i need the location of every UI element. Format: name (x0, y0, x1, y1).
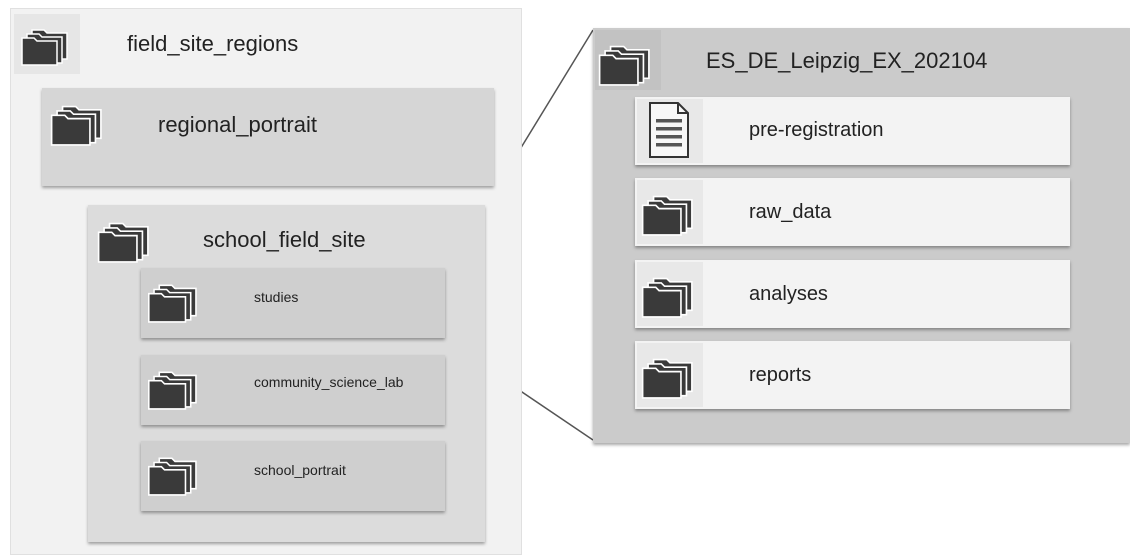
pre-registration-item[interactable] (635, 97, 1070, 165)
pre-registration-label: pre-registration (749, 119, 884, 141)
folder-stack-icon (95, 217, 157, 263)
analyses-item[interactable] (635, 260, 1070, 328)
folder-stack-icon (640, 272, 700, 318)
raw-data-item[interactable] (635, 178, 1070, 246)
analyses-label: analyses (749, 283, 828, 305)
community-science-lab-label: community_science_lab (254, 374, 404, 390)
studies-label: studies (254, 289, 299, 305)
document-icon (648, 101, 690, 159)
folder-stack-icon (146, 452, 204, 496)
folder-stack-icon (597, 40, 657, 86)
folder-stack-icon (146, 279, 204, 323)
school-field-site-label: school_field_site (203, 227, 366, 252)
field-site-regions-label[interactable]: field_site_regions (127, 31, 299, 56)
raw-data-label: raw_data (749, 201, 832, 223)
expanded-folder-title: ES_DE_Leipzig_EX_202104 (706, 48, 988, 73)
reports-item[interactable] (635, 341, 1070, 409)
regional-portrait-label: regional_portrait (158, 112, 317, 137)
folder-stack-icon (146, 366, 204, 410)
folder-stack-icon (640, 190, 700, 236)
folder-stack-icon (640, 353, 700, 399)
reports-label: reports (749, 364, 812, 386)
regional-portrait-panel[interactable] (42, 88, 494, 186)
school-portrait-label: school_portrait (254, 462, 346, 478)
folder-stack-icon (20, 24, 74, 66)
folder-stack-icon (48, 100, 110, 146)
